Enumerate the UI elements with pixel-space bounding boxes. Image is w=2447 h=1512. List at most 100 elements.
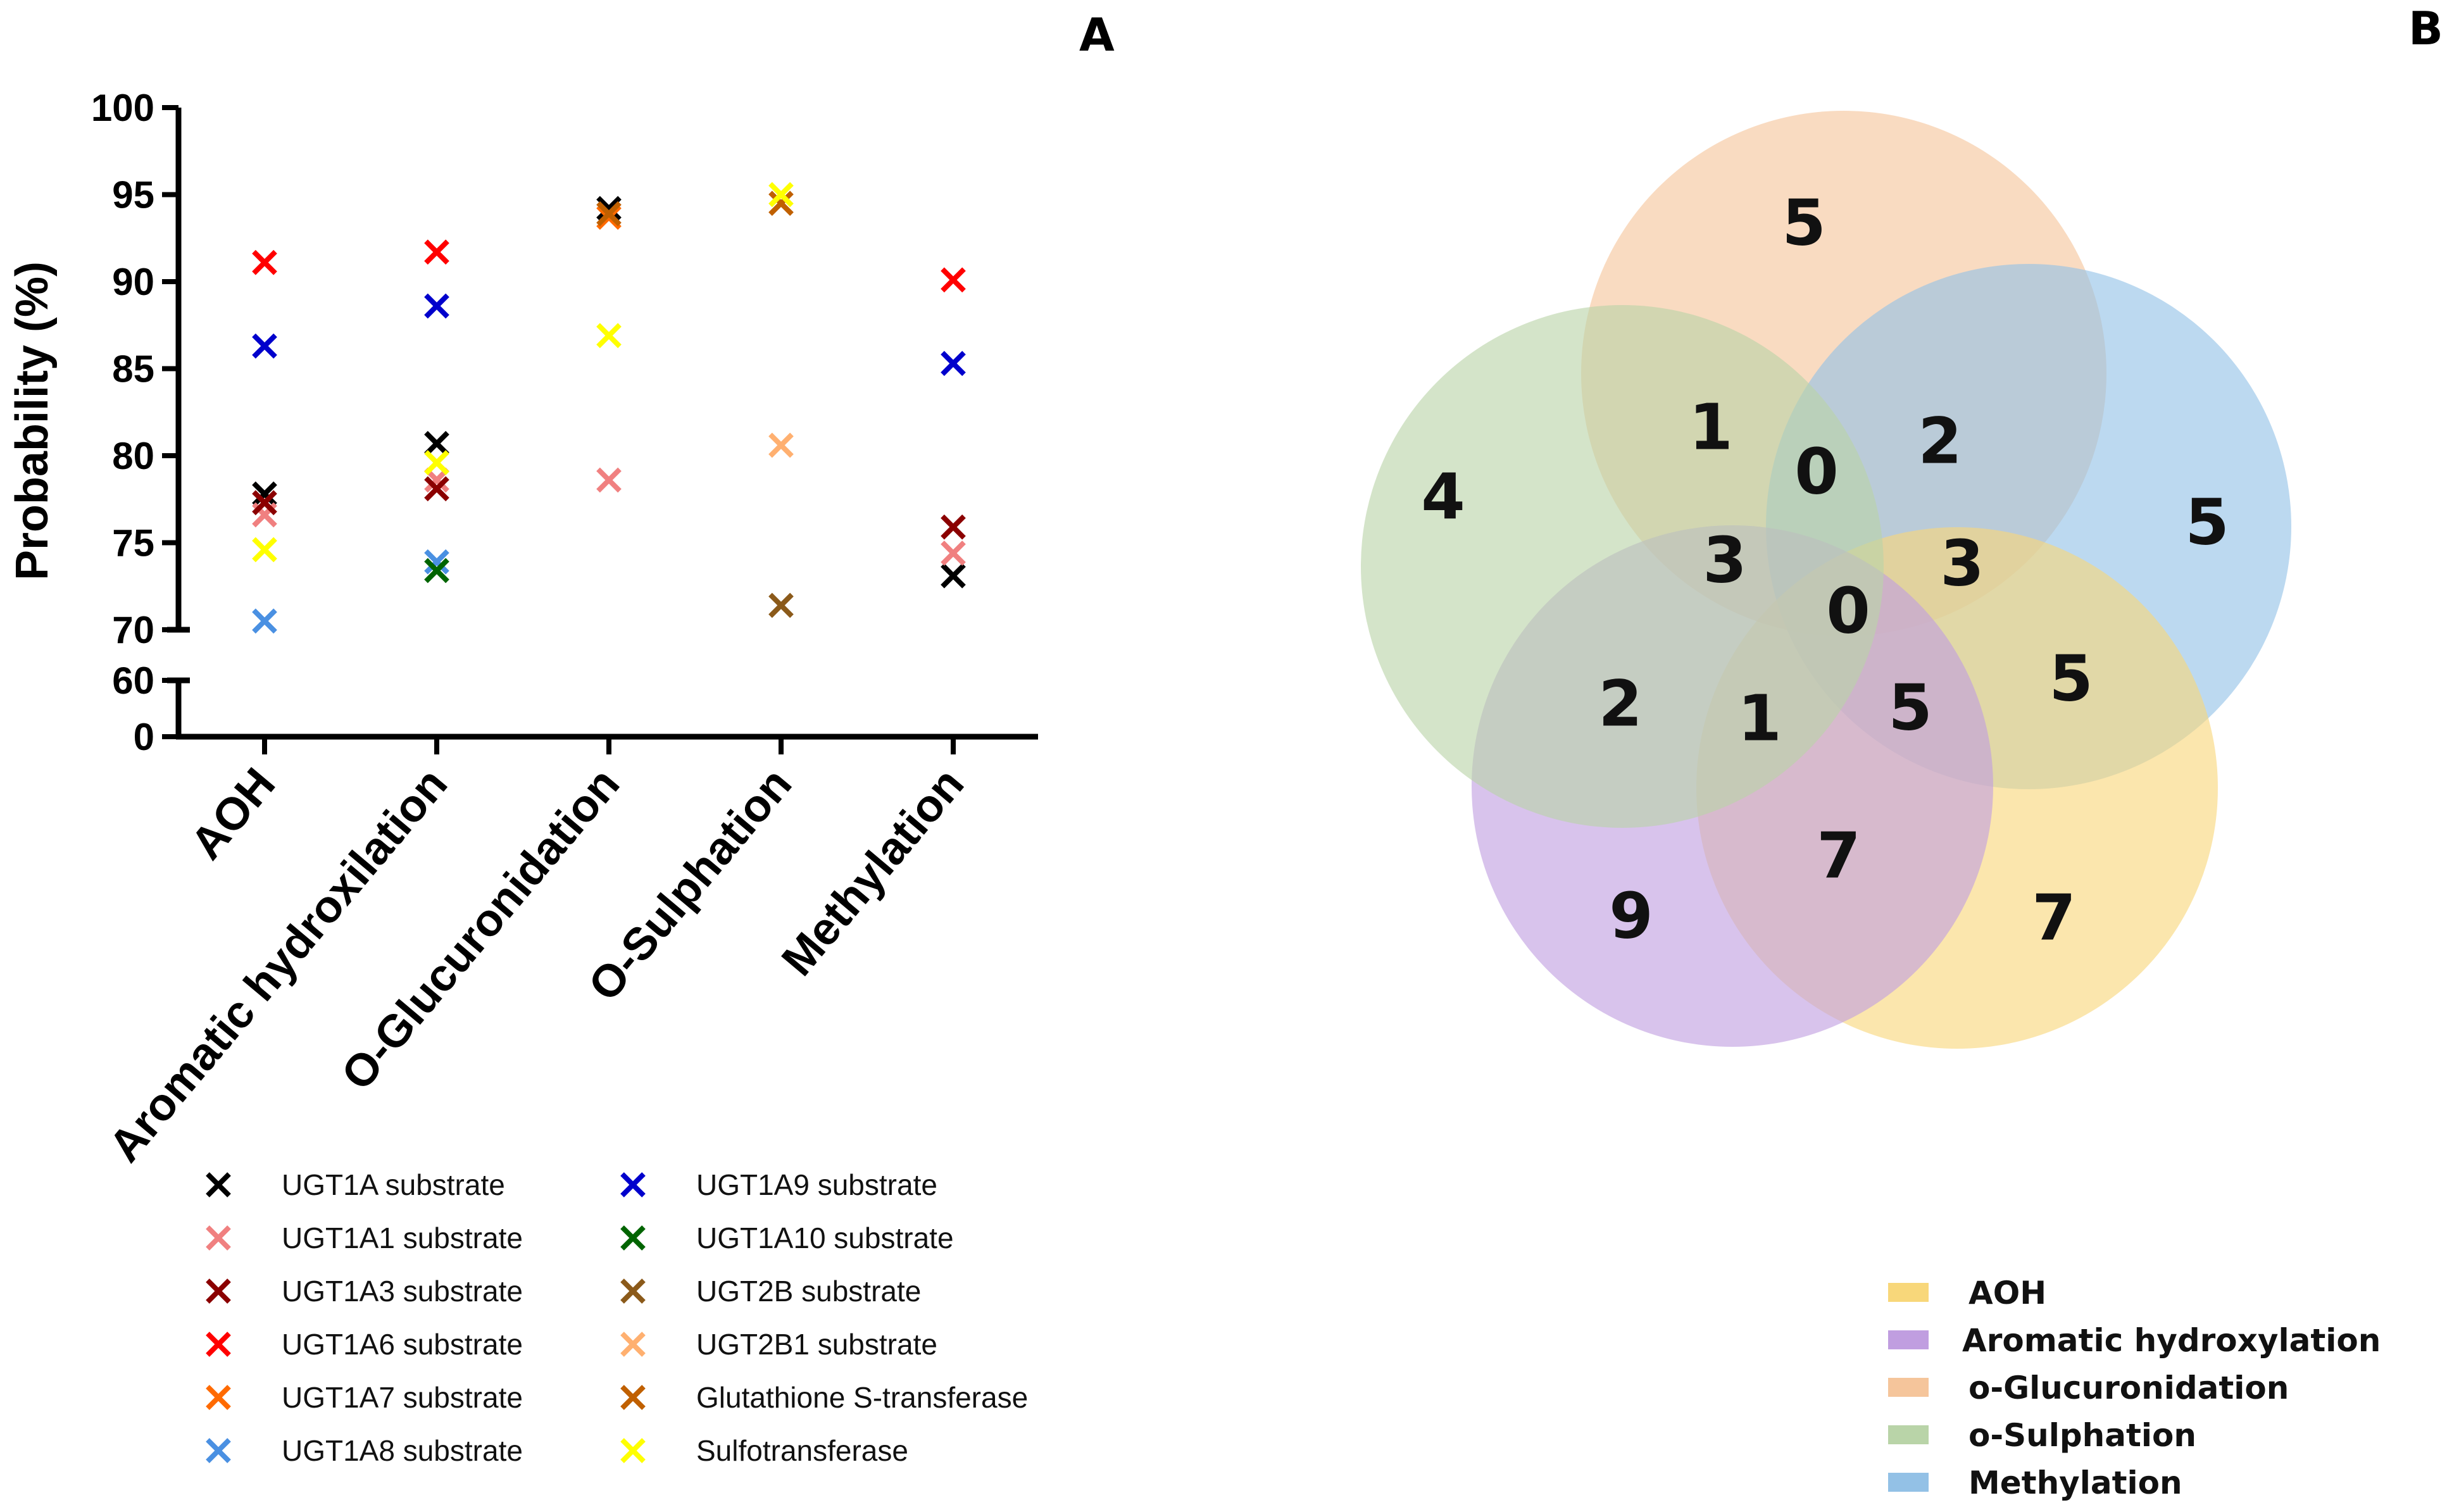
- data-point: [424, 293, 449, 319]
- data-point: [252, 481, 277, 507]
- venn-region-value: 5: [1888, 671, 1932, 745]
- data-point: [941, 514, 966, 540]
- venn-legend-swatch: [1888, 1283, 1929, 1302]
- venn-legend-label: o-Glucuronidation: [1968, 1370, 2289, 1406]
- data-point: [768, 592, 794, 618]
- data-point: [424, 549, 449, 575]
- legend-marker: [206, 1438, 231, 1463]
- legend-label: Glutathione S-transferase: [696, 1381, 1028, 1414]
- legend-marker: [620, 1332, 646, 1357]
- legend-label: UGT1A10 substrate: [696, 1221, 954, 1254]
- legend-marker: [206, 1332, 231, 1357]
- venn-region-value: 2: [1598, 667, 1643, 741]
- legend-marker: [206, 1278, 231, 1304]
- legend-marker: [620, 1385, 646, 1410]
- data-point: [424, 558, 449, 584]
- y-tick-label: 85: [112, 348, 154, 390]
- x-category-label: Aromatic hydroxilation: [99, 759, 457, 1171]
- y-ticks: 70 75 80 85 90 95 100 0 60: [91, 87, 178, 758]
- legend-marker: [206, 1225, 231, 1251]
- venn-legend-label: Aromatic hydroxylation: [1962, 1322, 2381, 1359]
- data-point: [424, 450, 449, 475]
- venn-legend-label: o-Sulphation: [1968, 1417, 2196, 1454]
- data-point: [424, 430, 449, 456]
- venn-region-value: 5: [2185, 485, 2229, 559]
- y-tick-label: 80: [112, 435, 154, 477]
- data-point: [941, 540, 966, 566]
- legend-label: UGT1A substrate: [282, 1168, 505, 1201]
- venn-legend-swatch: [1888, 1473, 1929, 1492]
- venn-region-value: 7: [1817, 819, 1861, 893]
- legend-label: UGT1A6 substrate: [282, 1328, 523, 1361]
- venn-region-value: 3: [1940, 527, 1984, 601]
- data-point: [252, 490, 277, 516]
- legend-marker: [206, 1172, 231, 1197]
- venn-legend-swatch: [1888, 1425, 1929, 1444]
- data-point: [941, 267, 966, 293]
- legend-marker: [620, 1172, 646, 1197]
- venn-region-value: 0: [1794, 435, 1839, 509]
- venn-legend-label: Methylation: [1968, 1465, 2182, 1501]
- venn-region-value: 1: [1689, 390, 1733, 465]
- venn-legend-label: AOH: [1968, 1275, 2046, 1311]
- venn-legend-swatch: [1888, 1378, 1929, 1397]
- y-tick-label: 60: [112, 659, 154, 702]
- venn-region-value: 9: [1609, 879, 1653, 953]
- venn-region-value: 5: [2049, 642, 2093, 716]
- data-point: [768, 191, 794, 216]
- data-point: [252, 333, 277, 359]
- venn-region-value: 2: [1918, 404, 1962, 478]
- panel-label-a: A: [1079, 8, 1115, 61]
- data-point: [941, 563, 966, 589]
- legend-marker: [620, 1278, 646, 1304]
- legend-marker: [620, 1438, 646, 1463]
- venn-region-value: 4: [1421, 460, 1465, 534]
- legend-label: UGT2B1 substrate: [696, 1328, 937, 1361]
- data-point: [252, 608, 277, 634]
- venn-legend-swatch: [1888, 1330, 1929, 1349]
- legend-marker: [620, 1225, 646, 1251]
- legend-marker: [206, 1385, 231, 1410]
- y-tick-label: 0: [134, 716, 154, 758]
- legend-label: UGT1A9 substrate: [696, 1168, 937, 1201]
- venn-circle: [1361, 305, 1884, 828]
- data-point: [424, 239, 449, 265]
- data-point: [596, 201, 622, 227]
- legend-label: UGT1A7 substrate: [282, 1381, 523, 1414]
- y-tick-label: 70: [112, 609, 154, 651]
- y-tick-label: 95: [112, 174, 154, 216]
- venn-circles: [1361, 111, 2291, 1049]
- data-markers: [252, 182, 966, 634]
- scatter-plot: Probability (%) 70 75 80 85 90 95 100 0 60 AOHAr…: [7, 87, 1038, 1467]
- y-axis-title: Probability (%): [7, 261, 58, 580]
- venn-legend: AOH Aromatic hydroxylation o-Glucuronidati…: [1888, 1275, 2381, 1501]
- venn-region-value: 5: [1782, 186, 1826, 260]
- data-point: [596, 323, 622, 349]
- legend-label: UGT1A1 substrate: [282, 1221, 523, 1254]
- x-category-label: AOH: [181, 759, 285, 869]
- data-point: [768, 182, 794, 208]
- legend-label: UGT2B substrate: [696, 1275, 921, 1308]
- y-tick-label: 75: [112, 522, 154, 565]
- data-point: [252, 249, 277, 275]
- legend-label: Sulfotransferase: [696, 1434, 908, 1467]
- panel-label-b: B: [2408, 2, 2443, 55]
- data-point: [941, 351, 966, 377]
- data-point: [424, 476, 449, 502]
- legend-label: UGT1A3 substrate: [282, 1275, 523, 1308]
- venn-region-value: 1: [1737, 682, 1782, 756]
- legend-label: UGT1A8 substrate: [282, 1434, 523, 1467]
- venn-region-value: 3: [1703, 523, 1747, 597]
- venn-region-value: 0: [1826, 574, 1870, 648]
- data-point: [252, 537, 277, 563]
- y-tick-label: 100: [91, 87, 154, 129]
- data-point: [768, 432, 794, 458]
- data-point: [596, 467, 622, 493]
- y-tick-label: 90: [112, 261, 154, 303]
- data-point: [596, 196, 622, 222]
